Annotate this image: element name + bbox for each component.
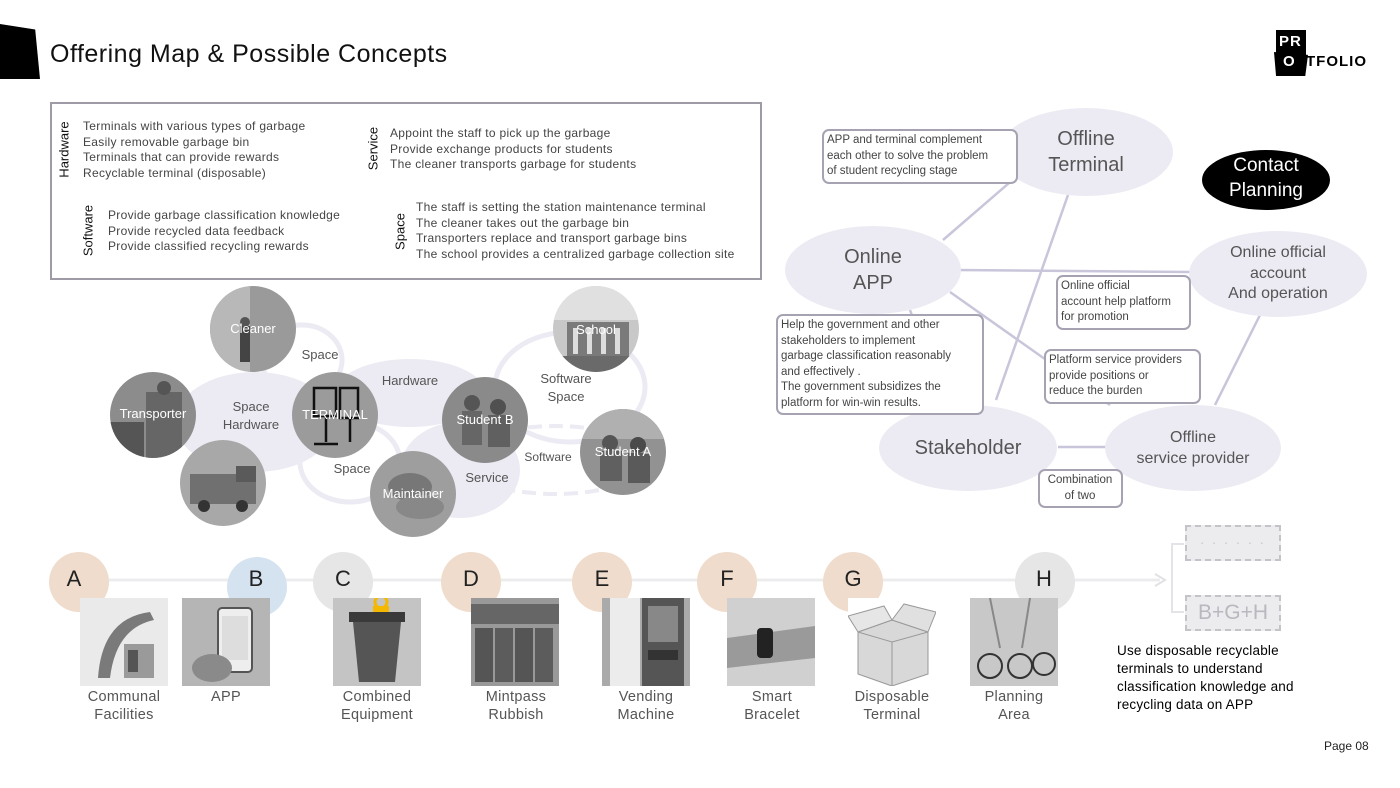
combo-concept-box: B+G+H xyxy=(1185,595,1281,631)
transporter-photo: Transporter xyxy=(110,372,196,458)
note-online-official: Online official account help platform fo… xyxy=(1056,275,1191,330)
bracelet-icon xyxy=(727,598,815,686)
logo-text-tfolio: TFOLIO xyxy=(1306,53,1367,70)
cleaner-photo: Cleaner xyxy=(210,286,296,372)
online-official-node: Online officialaccountAnd operation xyxy=(1189,231,1367,317)
connector-line xyxy=(1215,315,1260,405)
page-number: Page 08 xyxy=(1324,739,1369,753)
disposable-terminal-image xyxy=(848,598,936,686)
concept-letter: D xyxy=(441,566,501,592)
truck-icon xyxy=(180,440,266,526)
software-label: Software xyxy=(518,448,578,466)
truck-photo xyxy=(180,440,266,526)
bicycles-icon xyxy=(970,598,1058,686)
note-platform: Platform service providers provide posit… xyxy=(1044,349,1201,404)
concept-letter: A xyxy=(44,566,104,592)
logo-text-o: O xyxy=(1283,53,1295,70)
concept-letter: F xyxy=(697,566,757,592)
contact-planning-badge: Contact Planning xyxy=(1202,150,1330,210)
student-b-label: Student B xyxy=(442,412,528,427)
note-combination: Combination of two xyxy=(1038,469,1123,508)
app-image xyxy=(182,598,270,686)
concept-letter: H xyxy=(1014,566,1074,592)
portfolio-logo: PR O TFOLIO xyxy=(1270,30,1390,78)
logo-text-pr: PR xyxy=(1279,33,1302,50)
concept-letter: B xyxy=(226,566,286,592)
connector-line xyxy=(956,270,1190,272)
bracket-line xyxy=(1172,544,1184,612)
vending-machine-icon xyxy=(602,598,690,686)
hardware-label: Hardware xyxy=(370,372,450,390)
maintainer-photo: Maintainer xyxy=(370,451,456,537)
concept-caption: APP xyxy=(156,689,296,707)
note-app-terminal: APP and terminal complement each other t… xyxy=(822,129,1018,184)
terminal-label: TERMINAL xyxy=(292,407,378,422)
smart-bracelet-image xyxy=(727,598,815,686)
sorting-station-icon xyxy=(471,598,559,686)
mintpass-rubbish-image xyxy=(471,598,559,686)
transporter-label: Transporter xyxy=(110,406,196,421)
shelter-icon xyxy=(80,598,168,686)
school-photo: School xyxy=(553,286,639,372)
combined-equipment-image xyxy=(333,598,421,686)
planning-area-image xyxy=(970,598,1058,686)
space-label: Space xyxy=(322,460,382,478)
box-icon xyxy=(848,598,936,686)
software-space-label: Software Space xyxy=(528,370,604,406)
communal-facilities-image xyxy=(80,598,168,686)
student-a-photo: Student A xyxy=(580,409,666,495)
maintainer-label: Maintainer xyxy=(370,486,456,501)
vending-machine-image xyxy=(602,598,690,686)
concept-letter: E xyxy=(572,566,632,592)
space-hardware-label: Space Hardware xyxy=(215,398,287,434)
conclusion-text: Use disposable recyclable terminals to u… xyxy=(1117,642,1347,714)
concept-letter: C xyxy=(313,566,373,592)
bin-icon xyxy=(333,598,421,686)
student-a-label: Student A xyxy=(580,444,666,459)
service-label: Service xyxy=(452,469,522,487)
school-label: School xyxy=(553,322,639,337)
concept-letter: G xyxy=(823,566,883,592)
stakeholder-node: Stakeholder xyxy=(879,405,1057,491)
placeholder-concept-box: · · · · · · xyxy=(1185,525,1281,561)
phone-icon xyxy=(182,598,270,686)
cleaner-label: Cleaner xyxy=(210,321,296,336)
note-government: Help the government and other stakeholde… xyxy=(776,314,984,415)
space-label: Space xyxy=(290,346,350,364)
student-b-photo: Student B xyxy=(442,377,528,463)
terminal-photo: TERMINAL xyxy=(292,372,378,458)
